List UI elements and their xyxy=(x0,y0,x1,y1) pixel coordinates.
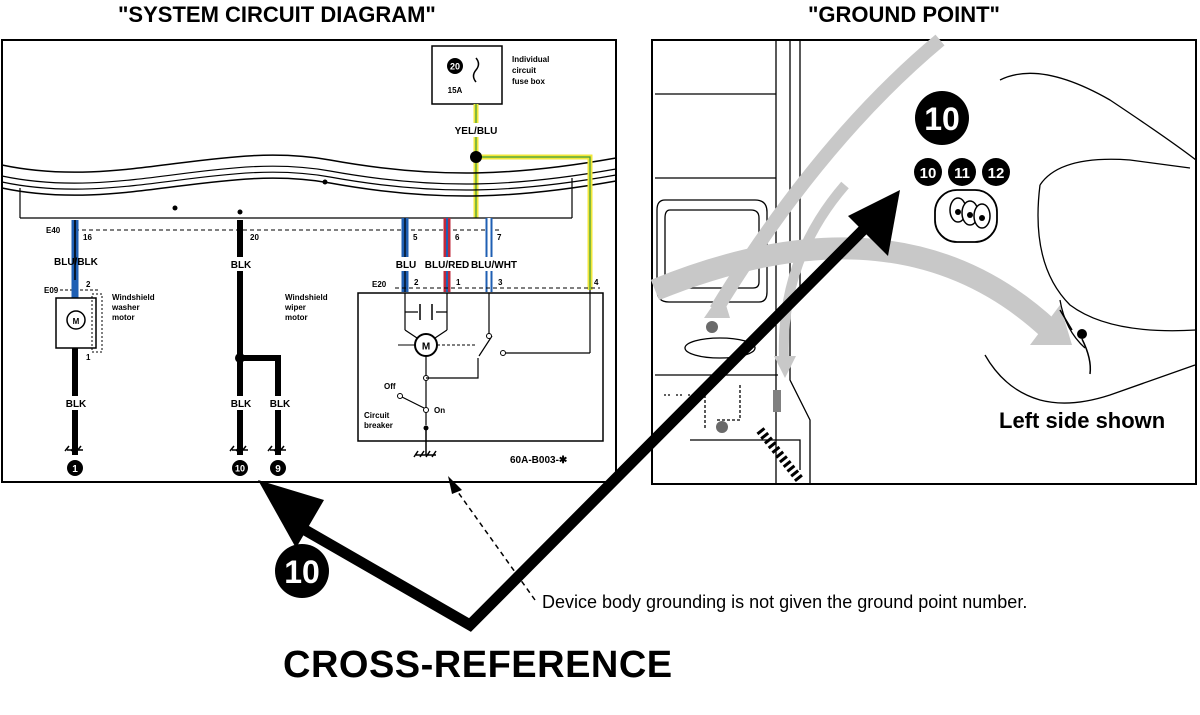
pin-3-e20: 3 xyxy=(498,278,503,287)
washer-motor-label-1: Windshield xyxy=(112,293,155,302)
ground-point-number-badge xyxy=(915,91,969,145)
pin-2-e20: 2 xyxy=(414,278,419,287)
fuse-box-label-1: Individual xyxy=(512,55,549,64)
washer-motor-icon xyxy=(66,310,86,330)
wiper-motor-label-3: motor xyxy=(285,313,308,322)
wire-label-blk-20: BLK xyxy=(231,260,252,271)
ground-number-10: 10 xyxy=(235,464,245,474)
system-circuit-diagram-heading: "SYSTEM CIRCUIT DIAGRAM" xyxy=(118,2,436,27)
point-badge-11 xyxy=(948,158,976,186)
fuse-box: 20 15A xyxy=(431,45,503,105)
wiper-motor-label-1: Windshield xyxy=(285,293,328,302)
device-grounding-note: Device body grounding is not given the g… xyxy=(542,592,1027,612)
wire-label-blu-wht: BLU/WHT xyxy=(471,260,517,271)
arrowhead-to-ground-icon xyxy=(848,190,900,256)
point-badge-12 xyxy=(982,158,1010,186)
pin-6: 6 xyxy=(455,233,460,242)
breaker-label-2: breaker xyxy=(364,421,393,430)
wire-label-blu: BLU xyxy=(396,260,417,271)
ground-symbol-10: 10 xyxy=(229,445,248,476)
fuse-box-label-3: fuse box xyxy=(512,77,545,86)
point-badge-10 xyxy=(914,158,942,186)
cross-reference-number-badge xyxy=(275,544,329,598)
wire-label-blk-3: BLK xyxy=(270,399,291,410)
fuse-box-label-2: circuit xyxy=(512,66,536,75)
main-wire-label: YEL/BLU xyxy=(455,126,498,137)
device-ground-pointer-head xyxy=(448,476,462,494)
fuse-rating: 15A xyxy=(448,86,463,95)
ground-point-heading: "GROUND POINT" xyxy=(808,2,1000,27)
pin-16: 16 xyxy=(83,233,92,242)
point-number-12: 12 xyxy=(988,165,1005,182)
ground-point-panel: 10 10 11 12 Left side shown xyxy=(650,34,1197,485)
connector-e20-label: E20 xyxy=(372,280,387,289)
connector-e09-label: E09 xyxy=(44,286,59,295)
connector-e40-label: E40 xyxy=(46,226,61,235)
point-number-11: 11 xyxy=(954,165,970,182)
capacitor-icon xyxy=(419,304,433,320)
switch-off-label: Off xyxy=(384,382,396,391)
washer-motor-label-2: washer xyxy=(111,303,140,312)
left-side-caption: Left side shown xyxy=(999,408,1165,433)
device-ground-pointer xyxy=(454,487,536,601)
ground-symbol-9: 9 xyxy=(267,445,286,476)
wiper-motor-symbol: M xyxy=(422,342,430,353)
pin-5: 5 xyxy=(413,233,418,242)
ground-symbol-1: 1 xyxy=(64,445,83,476)
fuse-number: 20 xyxy=(450,62,460,72)
pin-1-e09: 1 xyxy=(86,353,91,362)
ground-terminal-icon xyxy=(1077,329,1087,339)
wire-label-blu-red: BLU/RED xyxy=(425,260,469,271)
switch-on-label: On xyxy=(434,406,445,415)
cross-reference-heading: CROSS-REFERENCE xyxy=(283,644,673,686)
pin-7: 7 xyxy=(497,233,502,242)
hatched-pointer xyxy=(756,427,804,483)
wire-label-blk-2: BLK xyxy=(231,399,252,410)
ground-location-arrow-2 xyxy=(650,237,1058,339)
washer-motor-symbol: M xyxy=(73,317,80,326)
arrowhead-to-circuit-icon xyxy=(258,480,324,548)
ground-bolt-icon-2 xyxy=(716,421,728,433)
pin-1-e20: 1 xyxy=(456,278,461,287)
pin-2-e09: 2 xyxy=(86,280,91,289)
wiper-motor-box xyxy=(357,292,604,442)
ground-location-arrow-3 xyxy=(778,181,849,361)
splice-point xyxy=(470,151,482,163)
ground-number-9: 9 xyxy=(275,464,281,475)
diagram-code: 60A-B003-✱ xyxy=(510,455,568,466)
circuit-diagram-panel: 20 15A Individual circuit fuse box YEL/B… xyxy=(1,39,617,483)
fuse-icon xyxy=(472,57,480,83)
wire-label-blk-1: BLK xyxy=(66,399,87,410)
cross-reference-arrow xyxy=(258,190,900,632)
breaker-switch-icon xyxy=(399,395,425,409)
wire-label-blu-blk: BLU/BLK xyxy=(54,257,99,268)
park-switch-icon xyxy=(478,335,493,357)
wiring-harness-band xyxy=(1,154,617,219)
ground-bolt-icon xyxy=(706,321,718,333)
device-body-ground-icon xyxy=(413,450,437,458)
ground-connector-closeup xyxy=(934,189,998,243)
washer-motor-label-3: motor xyxy=(112,313,135,322)
breaker-label-1: Circuit xyxy=(364,411,390,420)
ground-number-1: 1 xyxy=(72,464,78,475)
pin-20: 20 xyxy=(250,233,259,242)
cross-reference-number: 10 xyxy=(284,554,320,590)
wiper-motor-label-2: wiper xyxy=(284,303,306,312)
ground-point-number: 10 xyxy=(924,101,960,137)
point-number-10: 10 xyxy=(920,165,937,182)
pin-4-e20: 4 xyxy=(594,278,599,287)
